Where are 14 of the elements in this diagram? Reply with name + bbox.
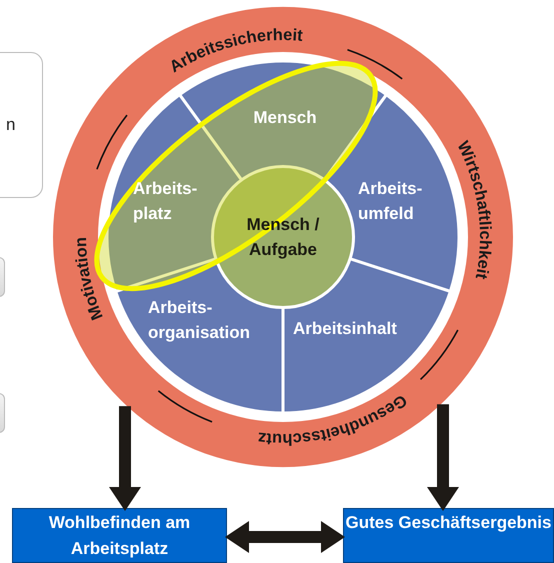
block-arrow (109, 406, 141, 511)
sector-label: Arbeitsinhalt (293, 318, 398, 340)
result-box (12, 508, 227, 563)
result-label: Gutes Geschäftsergebnis (344, 512, 552, 534)
sector-label: Arbeits- organisation (148, 297, 252, 344)
block-arrow (427, 404, 459, 511)
sector-label: Arbeits- umfeld (358, 178, 424, 225)
sector-label: Mensch (252, 107, 318, 129)
result-box (343, 508, 554, 563)
center-circle (211, 165, 355, 309)
sector-label: Arbeits- platz (133, 178, 198, 225)
double-arrow (225, 521, 345, 553)
panel-text: n (6, 115, 16, 135)
result-label: Wohlbefinden am Arbeitsplatz (48, 512, 192, 560)
